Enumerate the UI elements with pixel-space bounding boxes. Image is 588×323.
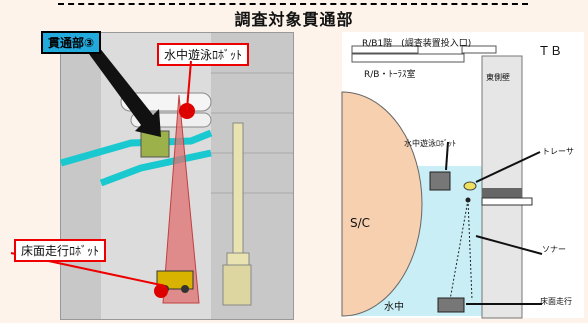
floor-robot-label: 床面走行ﾛﾎﾞｯﾄ bbox=[14, 239, 107, 262]
plant-illustration bbox=[60, 33, 293, 319]
east-wall bbox=[481, 55, 523, 319]
page-title: 調査対象貫通部 bbox=[234, 10, 354, 29]
swim-robot-label: 水中遊泳ﾛﾎﾞｯﾄ bbox=[157, 43, 250, 66]
sc-vessel bbox=[341, 91, 423, 317]
tb-floor-bar bbox=[461, 45, 497, 54]
penetration-pipe bbox=[481, 197, 533, 206]
underwater-label: 水中 bbox=[384, 302, 404, 313]
rb-torus-label: R/B・ﾄｰﾗｽ室 bbox=[364, 70, 416, 80]
swim-robot-symbol bbox=[429, 171, 451, 191]
floor-robot-marker bbox=[154, 270, 194, 298]
cross-section-panel: R/B1階 (調査装置投入口) ＴＢ R/B・ﾄｰﾗｽ室 東側壁 水中遊泳ﾛﾎﾞ… bbox=[341, 32, 584, 319]
swim-robot-marker bbox=[179, 103, 195, 119]
floor-robot-symbol bbox=[437, 297, 465, 313]
swim-robot-diagram-label: 水中遊泳ﾛﾎﾞｯﾄ bbox=[404, 139, 456, 148]
sc-label: S/C bbox=[350, 216, 371, 230]
east-wall-label: 東側壁 bbox=[486, 73, 510, 82]
tracer-label: トレーサ bbox=[542, 147, 574, 156]
support-frame bbox=[140, 122, 252, 306]
cross-section-diagram bbox=[341, 45, 543, 319]
rb1-floor-bar bbox=[351, 45, 419, 54]
penetration-label: 貫通部③ bbox=[41, 31, 102, 54]
rb-torus-bar bbox=[351, 53, 465, 63]
floor-robot-diagram-label: 床面走行 bbox=[540, 297, 572, 306]
rb1-label: R/B1階 (調査装置投入口) bbox=[362, 39, 472, 49]
water-region bbox=[438, 166, 490, 316]
tb-label: ＴＢ bbox=[538, 44, 563, 58]
robot-photo-panel: 貫通部③ 水中遊泳ﾛﾎﾞｯﾄ bbox=[10, 31, 294, 320]
sonar-label: ソナー bbox=[542, 245, 566, 254]
sonar-beams bbox=[449, 199, 473, 301]
wall-panels bbox=[61, 33, 293, 319]
dashed-header-line bbox=[58, 3, 528, 5]
tracer-particle bbox=[463, 181, 477, 191]
sonar-head bbox=[465, 197, 471, 203]
penetration-arrow bbox=[81, 37, 161, 137]
sonar-cone bbox=[162, 94, 200, 304]
